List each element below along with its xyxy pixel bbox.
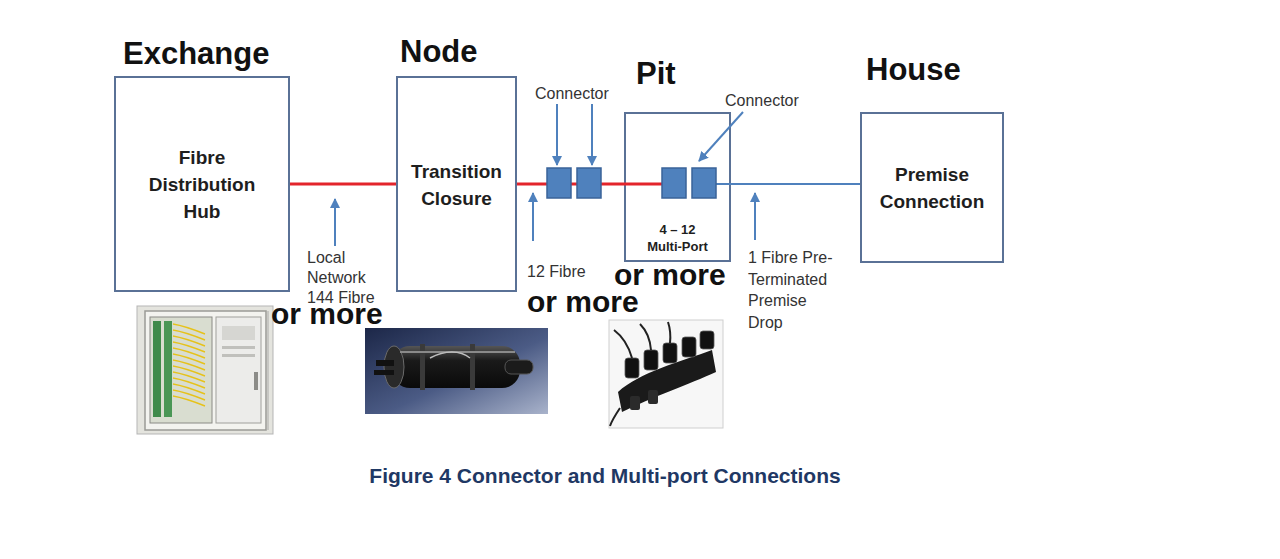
callout-arrow [591,104,593,165]
callout-label: 12 Fibre [527,262,586,282]
box-label: Fibre Distribution Hub [140,144,264,225]
closure-photo [365,328,548,414]
box-label: Premise Connection [872,161,992,215]
note-text: or more [271,296,383,332]
box-label: Transition Closure [402,158,512,212]
fibre-connector [731,183,860,185]
fibre-line [624,183,662,186]
multiport-photo [609,320,723,428]
connector-symbol [577,168,601,198]
connector-symbol [547,168,571,198]
callout-arrow [754,193,756,240]
cabinet-photo [137,306,273,434]
box-label: 4 – 12 Multi-Port [643,221,713,255]
callout-arrow [532,193,534,241]
callout-label: Connector [535,84,609,104]
drop-line [716,183,731,185]
box: NodeTransition Closure [396,76,517,292]
callout-arrow [556,104,558,165]
box: ExchangeFibre Distribution Hub [114,76,290,292]
box-heading: House [866,52,961,88]
box-heading: Pit [636,56,676,92]
box-heading: Exchange [123,36,269,72]
note-text: or more [614,257,726,293]
box: HousePremise Connection [860,112,1004,263]
connector-symbol [692,168,716,198]
fibre-connector [517,183,624,186]
callout-arrow [699,112,743,161]
callout-label: Connector [725,91,799,111]
connector-symbol [662,168,686,198]
figure-caption: Figure 4 Connector and Multi-port Connec… [0,463,1210,489]
fibre-connector [290,183,396,186]
callout-arrow [334,199,336,246]
box: Pit4 – 12 Multi-Port [624,112,731,262]
box-heading: Node [400,34,478,70]
callout-label: 1 Fibre Pre-Terminated Premise Drop [748,247,844,333]
